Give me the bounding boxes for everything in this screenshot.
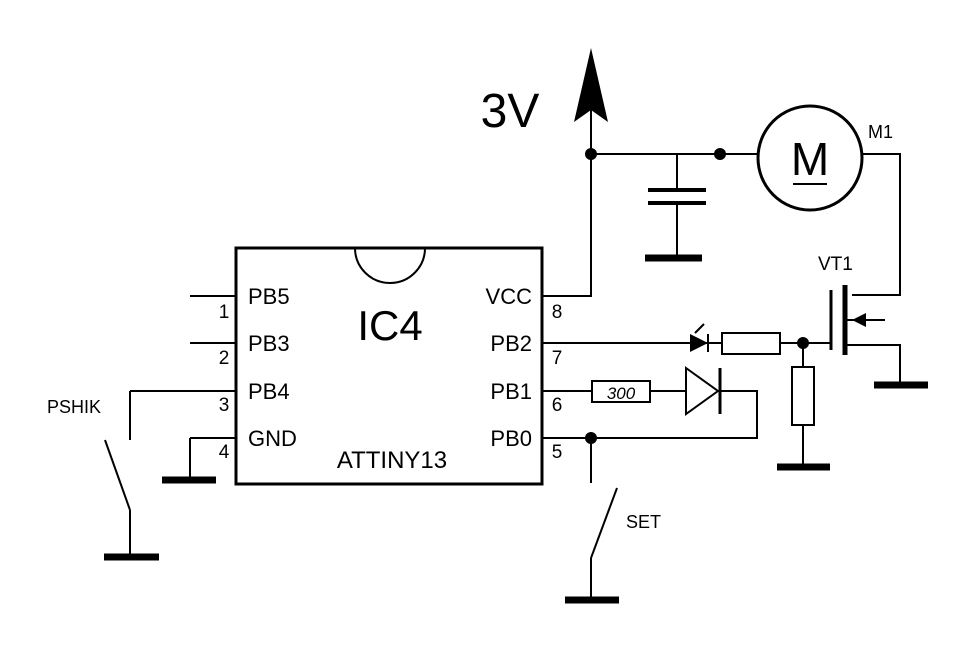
ic-part-label: ATTINY13 — [337, 447, 447, 474]
motor-to-drain-wire — [852, 153, 901, 296]
junction-dot — [714, 148, 726, 160]
junction-dot — [585, 148, 597, 160]
pin-4-number: 4 — [219, 442, 230, 463]
set-switch-label: SET — [626, 512, 661, 532]
ic-body — [234, 246, 544, 486]
resistor-gate — [721, 332, 781, 355]
pin-5-name: PB0 — [490, 426, 532, 451]
pin-8-name: VCC — [486, 284, 533, 309]
pshik-switch-lever — [104, 439, 131, 511]
ic-notch — [354, 247, 426, 284]
motor-m1: M M1 — [756, 104, 901, 296]
motor-symbol: M — [791, 133, 829, 185]
pin-3-number: 3 — [219, 395, 230, 416]
supply-label: 3V — [481, 85, 540, 138]
pin-2-number: 2 — [219, 348, 230, 369]
supply-arrow — [574, 48, 608, 122]
pin-1-number: 1 — [219, 302, 230, 323]
ic-ref-label: IC4 — [357, 302, 422, 349]
set-switch-lever — [590, 487, 618, 559]
pb0-net: SET — [542, 432, 661, 604]
pb1-net: 300 — [542, 366, 758, 439]
pin-4-name: GND — [248, 426, 297, 451]
gnd-net — [162, 438, 216, 484]
motor-circle — [756, 104, 864, 212]
pb2-net — [542, 323, 831, 471]
resistor-pulldown — [791, 366, 815, 426]
pin-7-name: PB2 — [490, 331, 532, 356]
pb4-net: PSHIK — [47, 391, 159, 561]
resistor-300-value: 300 — [607, 384, 636, 403]
ic-attiny13: IC4 ATTINY13 1 2 3 4 PB5 PB3 PB4 GND VCC… — [130, 246, 563, 486]
pin-5-number: 5 — [552, 442, 563, 463]
capacitor — [645, 154, 706, 262]
pin-7-number: 7 — [552, 348, 563, 369]
pin-6-name: PB1 — [490, 379, 532, 404]
diode-symbol — [685, 366, 720, 416]
pin-2-name: PB3 — [248, 331, 290, 356]
vcc-wire — [542, 110, 592, 297]
pin-6-number: 6 — [552, 395, 563, 416]
pin-8-number: 8 — [552, 302, 563, 323]
transistor-arrow — [852, 313, 866, 327]
motor-ref-label: M1 — [868, 122, 893, 142]
transistor-ref-label: VT1 — [818, 254, 853, 275]
pin-3-name: PB4 — [248, 379, 290, 404]
led-symbol — [690, 334, 708, 352]
vcc-net: 3V — [481, 48, 757, 297]
pin-1-name: PB5 — [248, 284, 290, 309]
transistor-source-wire — [845, 344, 901, 385]
transistor-vt1: VT1 — [818, 254, 928, 389]
pshik-switch-label: PSHIK — [47, 397, 101, 417]
